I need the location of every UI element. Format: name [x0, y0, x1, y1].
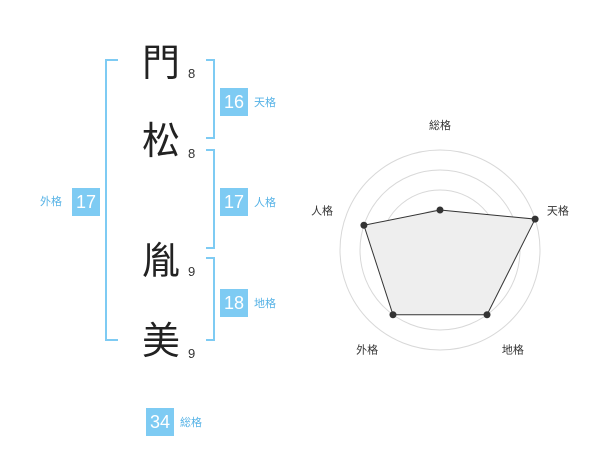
radar-points — [360, 206, 539, 319]
stroke-count-2: 8 — [188, 146, 196, 161]
radar-point-4 — [360, 221, 368, 229]
name-char-1: 門 — [141, 41, 180, 85]
radar-point-2 — [483, 311, 491, 319]
tenkaku-bracket — [206, 59, 215, 139]
radar-axis-label-0: 総格 — [429, 118, 451, 132]
radar-axis-label-4: 人格 — [311, 204, 333, 218]
name-char-3: 胤 — [141, 239, 180, 283]
tenkaku-label: 天格 — [254, 96, 276, 109]
radar-ring-5 — [339, 149, 541, 351]
name-char-2: 松 — [141, 119, 180, 163]
soukaku-label: 総格 — [180, 416, 202, 429]
chikaku-label: 地格 — [254, 297, 276, 310]
radar-data-polygon — [363, 209, 536, 316]
chikaku-bracket — [206, 257, 215, 341]
jinkaku-value-badge: 17 — [220, 188, 248, 216]
soukaku-value-badge: 34 — [146, 408, 174, 436]
jinkaku-bracket — [206, 149, 215, 249]
radar-axis-label-2: 地格 — [502, 342, 524, 356]
name-char-4: 美 — [141, 319, 180, 363]
gaikaku-label: 外格 — [40, 195, 62, 208]
tenkaku-value-badge: 16 — [220, 88, 248, 116]
stroke-count-4: 9 — [188, 346, 196, 361]
stroke-count-3: 9 — [188, 264, 196, 279]
chikaku-value-badge: 18 — [220, 289, 248, 317]
radar-point-0 — [436, 206, 444, 214]
gaikaku-value-badge: 17 — [72, 188, 100, 216]
radar-axis-label-3: 外格 — [356, 342, 378, 356]
radar-point-1 — [531, 215, 539, 223]
jinkaku-label: 人格 — [254, 196, 276, 209]
stroke-count-1: 8 — [188, 66, 196, 81]
radar-point-3 — [389, 311, 397, 319]
outer-bracket — [105, 59, 118, 341]
radar-axis-label-1: 天格 — [547, 204, 569, 218]
